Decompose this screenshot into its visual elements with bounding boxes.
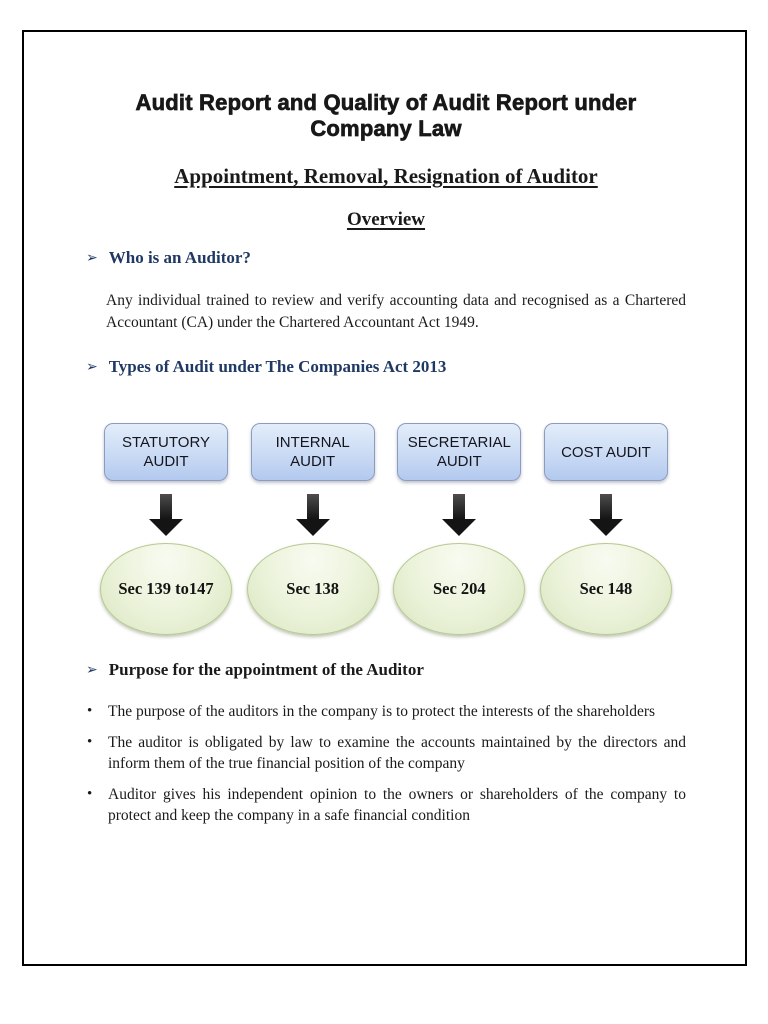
diagram-column-secretarial: SECRETARIAL AUDIT Sec 204: [389, 423, 529, 635]
arrow-bullet-icon: ➢: [86, 359, 98, 375]
list-item-text: The purpose of the auditors in the compa…: [108, 703, 656, 720]
flow-box-secretarial-audit: SECRETARIAL AUDIT: [397, 423, 522, 481]
section-heading-who-text: Who is an Auditor?: [108, 248, 251, 267]
page-border-frame: Audit Report and Quality of Audit Report…: [22, 30, 747, 966]
section-heading-types: ➢ Types of Audit under The Companies Act…: [86, 356, 686, 379]
down-arrow-stem: [160, 494, 172, 519]
section-ellipse-statutory: Sec 139 to147: [100, 543, 232, 635]
section-ellipse-internal: Sec 138: [246, 543, 379, 635]
down-arrow-icon: [295, 494, 330, 536]
section-ellipse-secretarial: Sec 204: [393, 543, 526, 635]
list-item: • The purpose of the auditors in the com…: [87, 701, 686, 723]
section-heading-who: ➢ Who is an Auditor?: [86, 247, 686, 270]
section-heading-purpose: ➢ Purpose for the appointment of the Aud…: [86, 659, 686, 682]
list-item: • The auditor is obligated by law to exa…: [87, 732, 686, 775]
section-heading-types-text: Types of Audit under The Companies Act 2…: [108, 357, 447, 376]
diagram-column-cost: COST AUDIT Sec 148: [536, 423, 676, 635]
audit-types-diagram: STATUTORY AUDIT Sec 139 to147 INTERNAL A…: [96, 423, 676, 635]
down-arrow-head: [295, 519, 330, 536]
diagram-column-statutory: STATUTORY AUDIT Sec 139 to147: [96, 423, 236, 635]
flow-box-cost-audit: COST AUDIT: [543, 423, 668, 481]
document-title-line2: Company Law: [310, 116, 462, 142]
list-item-text: Auditor gives his independent opinion to…: [108, 785, 686, 825]
document-title-line1: Audit Report and Quality of Audit Report…: [135, 90, 637, 116]
down-arrow-stem: [306, 494, 319, 519]
overview-heading-text: Overview: [346, 209, 426, 230]
arrow-bullet-icon: ➢: [86, 662, 98, 678]
down-arrow-head: [588, 519, 623, 536]
section-heading-purpose-text: Purpose for the appointment of the Audit…: [108, 660, 424, 679]
overview-heading: Overview: [86, 209, 686, 231]
down-arrow-head: [442, 519, 477, 536]
list-item-text: The auditor is obligated by law to exami…: [108, 733, 686, 773]
down-arrow-stem: [453, 494, 466, 519]
flow-box-statutory-audit: STATUTORY AUDIT: [104, 423, 228, 481]
down-arrow-icon: [149, 494, 183, 536]
who-body-paragraph: Any individual trained to review and ver…: [106, 292, 686, 331]
section-ellipse-cost: Sec 148: [539, 543, 672, 635]
document-title: Audit Report and Quality of Audit Report…: [86, 90, 686, 142]
down-arrow-head: [149, 519, 183, 536]
arrow-bullet-icon: ➢: [86, 250, 98, 266]
down-arrow-icon: [588, 494, 623, 536]
down-arrow-icon: [442, 494, 477, 536]
bullet-dot-icon: •: [87, 785, 93, 802]
bullet-dot-icon: •: [87, 703, 93, 719]
diagram-column-internal: INTERNAL AUDIT Sec 138: [243, 423, 383, 635]
bullet-dot-icon: •: [87, 733, 93, 750]
document-subtitle-text: Appointment, Removal, Resignation of Aud…: [174, 164, 598, 188]
document-subtitle: Appointment, Removal, Resignation of Aud…: [86, 164, 686, 188]
down-arrow-stem: [599, 494, 612, 519]
flow-box-internal-audit: INTERNAL AUDIT: [250, 423, 375, 481]
list-item: • Auditor gives his independent opinion …: [87, 784, 686, 827]
document-content: Audit Report and Quality of Audit Report…: [24, 90, 745, 827]
